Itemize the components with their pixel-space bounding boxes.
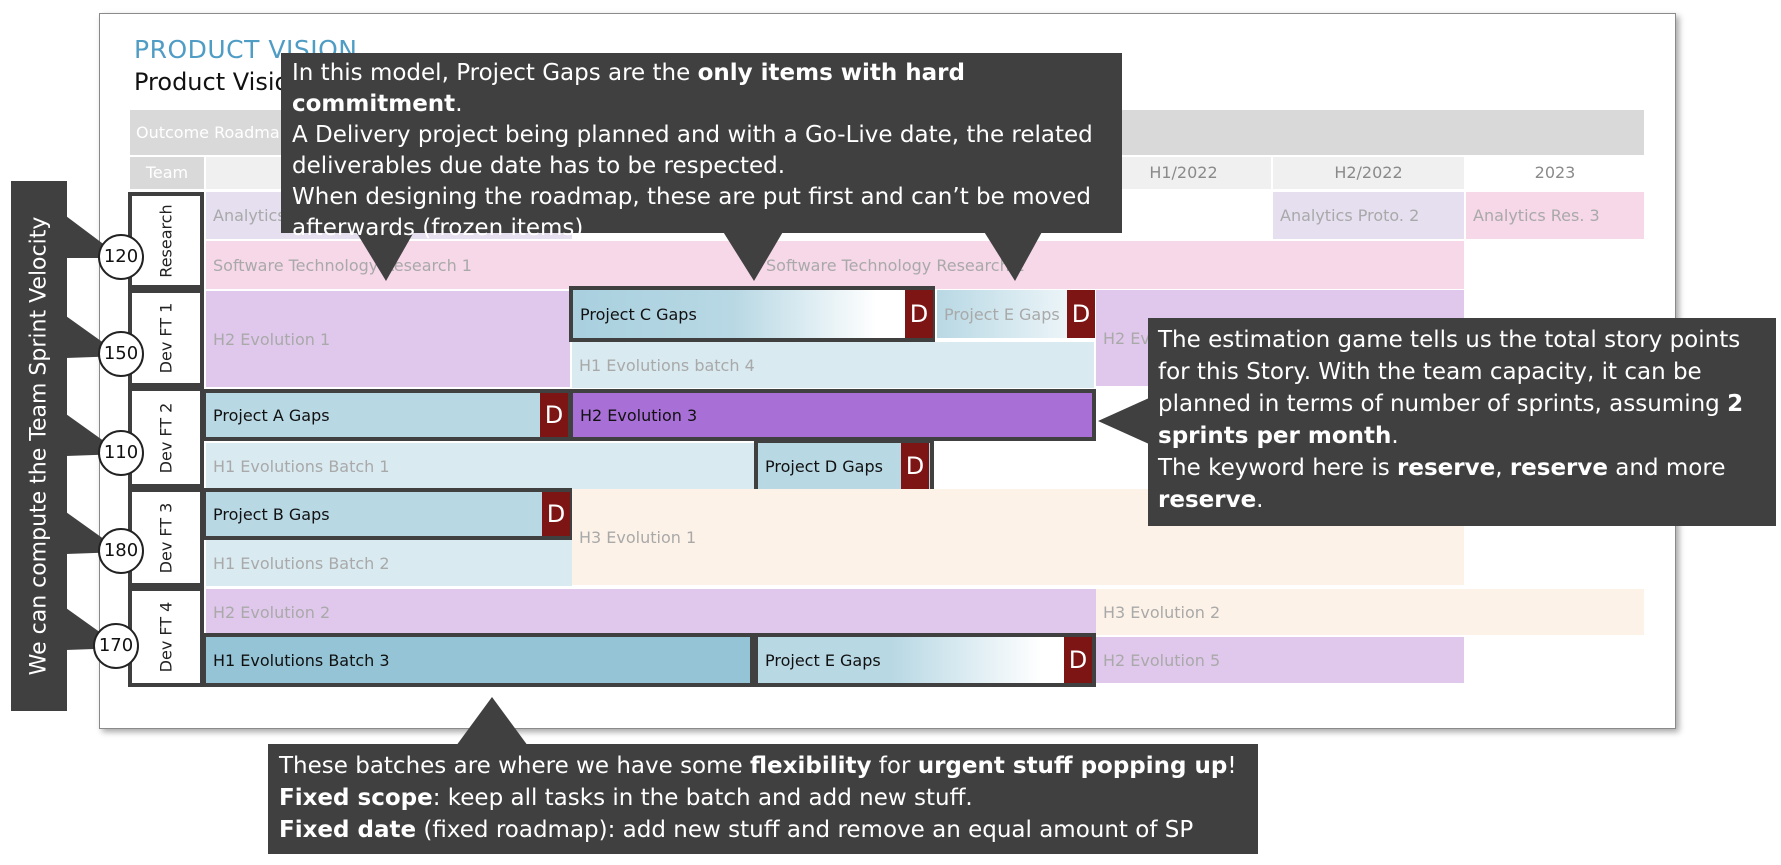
- bottom-pointer-batch-3: [456, 697, 528, 746]
- h1-evolutions-batch-4-cell: H1 Evolutions batch 4: [572, 342, 1094, 388]
- h2-evolution-1-cell: H2 Evolution 1: [206, 291, 570, 387]
- commitment-callout-line-3: deliverables due date has to be respecte…: [292, 153, 786, 179]
- text-emphasis: Fixed date: [279, 817, 417, 843]
- estimation-callout-line-2: for this Story. With the team capacity, …: [1158, 359, 1702, 385]
- flexibility-callout-line-2: Fixed scope: keep all tasks in the batch…: [279, 782, 1258, 814]
- velocity-callout: We can compute the Team Sprint Velocity: [11, 181, 67, 711]
- team-label-research: Research: [128, 192, 204, 289]
- text-emphasis: urgent stuff popping up: [917, 753, 1228, 779]
- velocity-badge-dev-ft-1: 150: [98, 331, 144, 377]
- team-label-dev-ft-1: Dev FT 1: [128, 289, 204, 387]
- analytics-res-3-cell: Analytics Res. 3: [1466, 192, 1644, 239]
- deliverable-badge: D: [1064, 637, 1092, 683]
- project-a-gaps-cell: Project A Gaps: [202, 389, 572, 441]
- velocity-badge-dev-ft-2: 110: [98, 430, 144, 476]
- flexibility-callout: These batches are where we have some fle…: [268, 744, 1258, 854]
- text-run: for: [871, 753, 918, 779]
- text-emphasis: reserve: [1158, 487, 1257, 513]
- team-column-header: Team: [130, 157, 204, 189]
- deliverable-badge: D: [540, 393, 568, 437]
- period-header-h2-2022: H2/2022: [1273, 157, 1464, 189]
- project-b-gaps-cell: Project B Gaps: [202, 488, 572, 540]
- estimation-callout-line-1: The estimation game tells us the total s…: [1158, 327, 1741, 353]
- text-run: These batches are where we have some: [279, 753, 750, 779]
- text-emphasis: reserve: [1509, 455, 1608, 481]
- project-e-gaps-top-cell: Project E Gaps: [937, 290, 1073, 338]
- period-header-h1-2022: H1/2022: [1096, 157, 1271, 189]
- velocity-badge-dev-ft-4: 170: [93, 623, 139, 669]
- text-emphasis: sprints per month: [1158, 423, 1392, 449]
- text-run: ,: [1495, 455, 1510, 481]
- period-header-2023: 2023: [1466, 157, 1644, 189]
- flexibility-callout-line-1: These batches are where we have some fle…: [279, 750, 1258, 782]
- text-run: (fixed roadmap): add new stuff and remov…: [416, 817, 1194, 843]
- commitment-callout-line-4: When designing the roadmap, these are pu…: [292, 184, 1091, 210]
- commitment-callout-line-1: In this model, Project Gaps are the only…: [292, 58, 1122, 120]
- flexibility-callout-line-3: Fixed date (fixed roadmap): add new stuf…: [279, 814, 1258, 846]
- h2-evolution-2-cell: H2 Evolution 2: [206, 589, 1096, 635]
- estimation-callout-line-6: reserve.: [1158, 484, 1776, 516]
- commitment-callout-line-5: afterwards (frozen items): [292, 215, 584, 241]
- text-run: !: [1227, 753, 1237, 779]
- deliverable-badge: D: [542, 492, 570, 536]
- top-pointer-project-e: [983, 230, 1043, 281]
- project-c-gaps-cell: Project C Gaps: [569, 286, 935, 342]
- text-emphasis: flexibility: [750, 753, 872, 779]
- top-pointer-research-1: [355, 230, 415, 281]
- right-pointer-h2-evolution-3: [1098, 398, 1149, 444]
- commitment-callout: In this model, Project Gaps are the only…: [281, 53, 1122, 241]
- text-run: In this model, Project Gaps are the: [292, 60, 698, 86]
- text-run: planned in terms of number of sprints, a…: [1158, 391, 1728, 417]
- deliverable-badge: D: [1067, 290, 1095, 338]
- h3-evolution-2-cell: H3 Evolution 2: [1096, 589, 1644, 635]
- commitment-callout-line-2: A Delivery project being planned and wit…: [292, 122, 1093, 148]
- text-run: and more: [1608, 455, 1726, 481]
- team-label-dev-ft-3: Dev FT 3: [128, 488, 204, 587]
- text-emphasis: reserve: [1397, 455, 1496, 481]
- text-emphasis: 2: [1727, 391, 1744, 417]
- text-run: : keep all tasks in the batch and add ne…: [432, 785, 973, 811]
- h1-evolutions-batch-2-cell: H1 Evolutions Batch 2: [206, 540, 572, 586]
- text-run: .: [1391, 423, 1399, 449]
- velocity-badge-research: 120: [98, 234, 144, 280]
- page-subtitle: Product Vision: [134, 68, 305, 96]
- estimation-callout-line-5: The keyword here is reserve, reserve and…: [1158, 452, 1776, 484]
- estimation-callout: The estimation game tells us the total s…: [1148, 318, 1776, 526]
- project-e-gaps-bottom-cell: Project E Gaps: [754, 633, 1096, 687]
- h2-evolution-5-cell: H2 Evolution 5: [1096, 637, 1464, 683]
- text-run: .: [455, 91, 463, 117]
- deliverable-badge: D: [901, 443, 929, 489]
- top-pointer-project-c: [722, 230, 784, 281]
- analytics-proto-2-cell: Analytics Proto. 2: [1273, 192, 1464, 239]
- text-run: .: [1256, 487, 1264, 513]
- h1-evolutions-batch-3-cell: H1 Evolutions Batch 3: [202, 633, 754, 687]
- h1-evolutions-batch-1-cell: H1 Evolutions Batch 1: [206, 443, 758, 489]
- velocity-badge-dev-ft-3: 180: [98, 528, 144, 574]
- deliverable-badge: D: [905, 290, 933, 338]
- text-run: The keyword here is: [1158, 455, 1398, 481]
- estimation-callout-line-3: planned in terms of number of sprints, a…: [1158, 388, 1776, 420]
- text-emphasis: only items with hard commitment: [292, 60, 965, 117]
- estimation-callout-line-4: sprints per month.: [1158, 420, 1776, 452]
- text-emphasis: Fixed scope: [279, 785, 433, 811]
